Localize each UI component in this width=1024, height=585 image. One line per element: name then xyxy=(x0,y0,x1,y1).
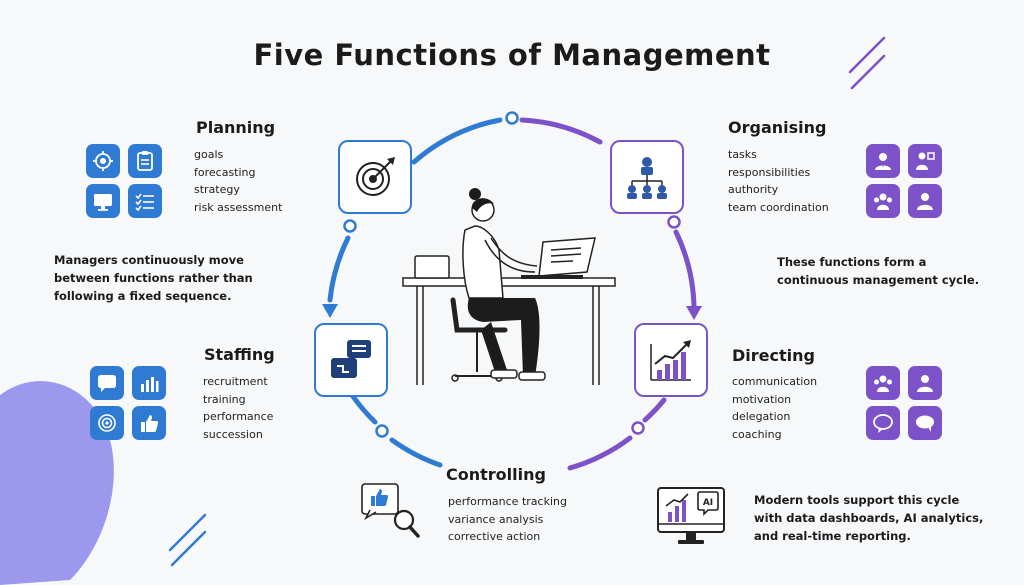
speech-bubble-icon xyxy=(866,406,900,440)
directing-title: Directing xyxy=(732,346,815,365)
staffing-title: Staffing xyxy=(204,345,275,364)
cycle-note-left: Managers continuously move between funct… xyxy=(54,253,253,303)
cycle-arc xyxy=(411,117,503,165)
cycle-arrow xyxy=(686,306,702,320)
decor-slash xyxy=(850,54,886,90)
magnifier-thumbs-up-icon xyxy=(361,483,420,538)
list-item: communication xyxy=(732,375,818,388)
monitor-icon xyxy=(86,184,120,218)
cycle-node xyxy=(667,215,681,229)
list-item: delegation xyxy=(732,410,791,423)
decor-slash xyxy=(168,513,207,552)
list-item: team coordination xyxy=(728,200,829,214)
planning-card xyxy=(338,140,412,214)
page-title: Five Functions of Management xyxy=(253,38,771,72)
cycle-node xyxy=(343,219,357,233)
list-item: risk assessment xyxy=(194,200,283,214)
presenter-icon xyxy=(908,144,942,178)
bar-chart-icon xyxy=(132,366,166,400)
team-icon xyxy=(866,366,900,400)
list-item: goals xyxy=(194,148,224,161)
cycle-node xyxy=(375,424,389,438)
list-item: corrective action xyxy=(448,530,541,543)
person-icon xyxy=(908,184,942,218)
planning-title: Planning xyxy=(196,118,276,137)
list-item: training xyxy=(203,392,246,406)
cycle-note-right: These functions form a continuous manage… xyxy=(777,255,980,287)
cycle-arrow xyxy=(322,304,338,318)
list-item: coaching xyxy=(732,427,782,441)
tools-note: Modern tools support this cycle with dat… xyxy=(754,493,984,543)
cycle-node xyxy=(631,421,645,435)
list-item: performance xyxy=(203,410,274,423)
list-item: variance analysis xyxy=(448,512,544,526)
organising-items: tasks responsibilities authority team co… xyxy=(728,146,829,216)
controlling-title: Controlling xyxy=(446,465,546,484)
user-tie-icon xyxy=(866,144,900,178)
list-item: recruitment xyxy=(203,375,268,388)
directing-card xyxy=(634,323,708,397)
directing-items: communication motivation delegation coac… xyxy=(732,373,817,443)
list-item: strategy xyxy=(194,183,240,196)
list-item: authority xyxy=(728,183,779,196)
clipboard-icon xyxy=(128,144,162,178)
organising-title: Organising xyxy=(728,118,827,137)
target-icon xyxy=(90,406,124,440)
checklist-icon xyxy=(128,184,162,218)
team-icon xyxy=(866,184,900,218)
cycle-arc xyxy=(389,437,443,468)
controlling-items: performance tracking variance analysis c… xyxy=(448,493,567,546)
purple-blob xyxy=(0,381,114,585)
decor-slash xyxy=(848,36,886,74)
organising-card xyxy=(610,140,684,214)
target-icon xyxy=(86,144,120,178)
decor-slash xyxy=(170,530,207,567)
ai-badge-label: AI xyxy=(703,498,713,508)
cycle-arc xyxy=(642,397,667,423)
dashboard-monitor-icon: AI xyxy=(657,487,725,544)
cycle-arc xyxy=(567,435,633,471)
chat-bubble-icon xyxy=(908,406,942,440)
list-item: motivation xyxy=(732,392,792,406)
list-item: responsibilities xyxy=(728,165,811,179)
list-item: tasks xyxy=(728,148,757,161)
thumbs-up-icon xyxy=(132,406,166,440)
cycle-arc xyxy=(519,117,603,145)
chat-bubble-icon xyxy=(90,366,124,400)
person-at-desk-illustration xyxy=(402,188,616,385)
org-chart-icon xyxy=(627,157,667,199)
list-item: succession xyxy=(203,427,263,441)
cycle-node xyxy=(505,111,519,125)
cycle-arc xyxy=(349,392,378,425)
list-item: forecasting xyxy=(194,165,256,179)
person-icon xyxy=(908,366,942,400)
staffing-items: recruitment training performance success… xyxy=(203,373,273,443)
planning-items: goals forecasting strategy risk assessme… xyxy=(194,146,282,216)
target-arrow-icon xyxy=(356,157,395,196)
cycle-arc xyxy=(673,229,697,309)
cycle-arc xyxy=(327,235,351,303)
staffing-card xyxy=(314,323,388,397)
growth-chart-icon xyxy=(650,340,691,381)
conversation-icon xyxy=(331,340,371,378)
list-item: performance tracking xyxy=(448,495,567,508)
